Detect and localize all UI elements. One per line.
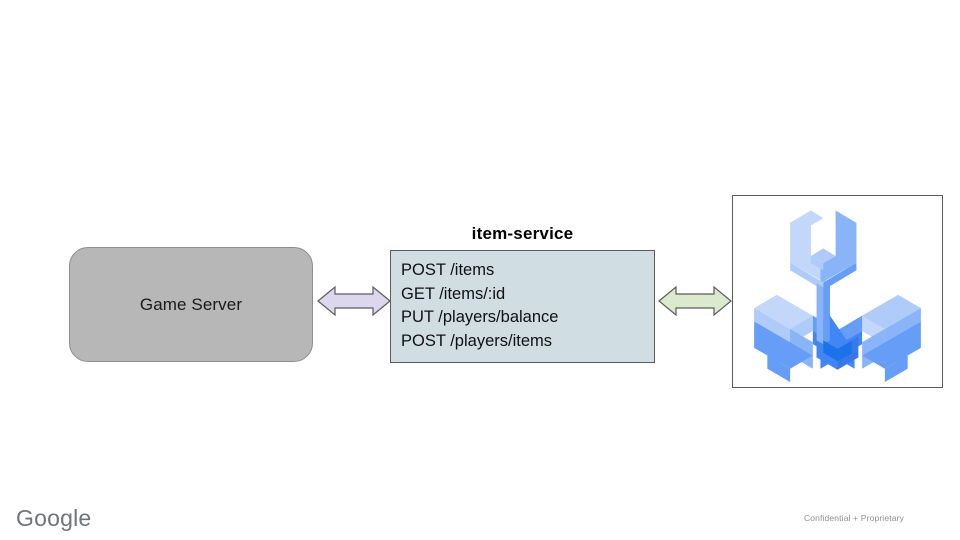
endpoint-row: POST /players/items [401,331,552,350]
endpoint-row: POST /items [401,261,495,279]
endpoint-row: PUT /players/balance [401,308,559,326]
item-service-title: item-service [471,224,574,243]
double-headed-arrow-icon [658,285,732,317]
tools-logo-panel [732,195,943,388]
item-service-node[interactable]: POST /items GET /items/:id PUT /players/… [390,250,655,363]
item-service-to-tools-connector [657,282,733,320]
isometric-three-prong-wrench-icon [754,210,921,382]
game-server-label: Game Server [139,294,243,314]
confidential-footer-text: Confidential + Proprietary [803,513,904,523]
endpoint-row: GET /items/:id [401,284,506,303]
google-wordmark: Google [16,505,92,531]
game-server-node[interactable]: Game Server [69,247,313,362]
game-server-to-item-service-connector [316,282,392,320]
double-headed-arrow-icon [317,285,391,317]
